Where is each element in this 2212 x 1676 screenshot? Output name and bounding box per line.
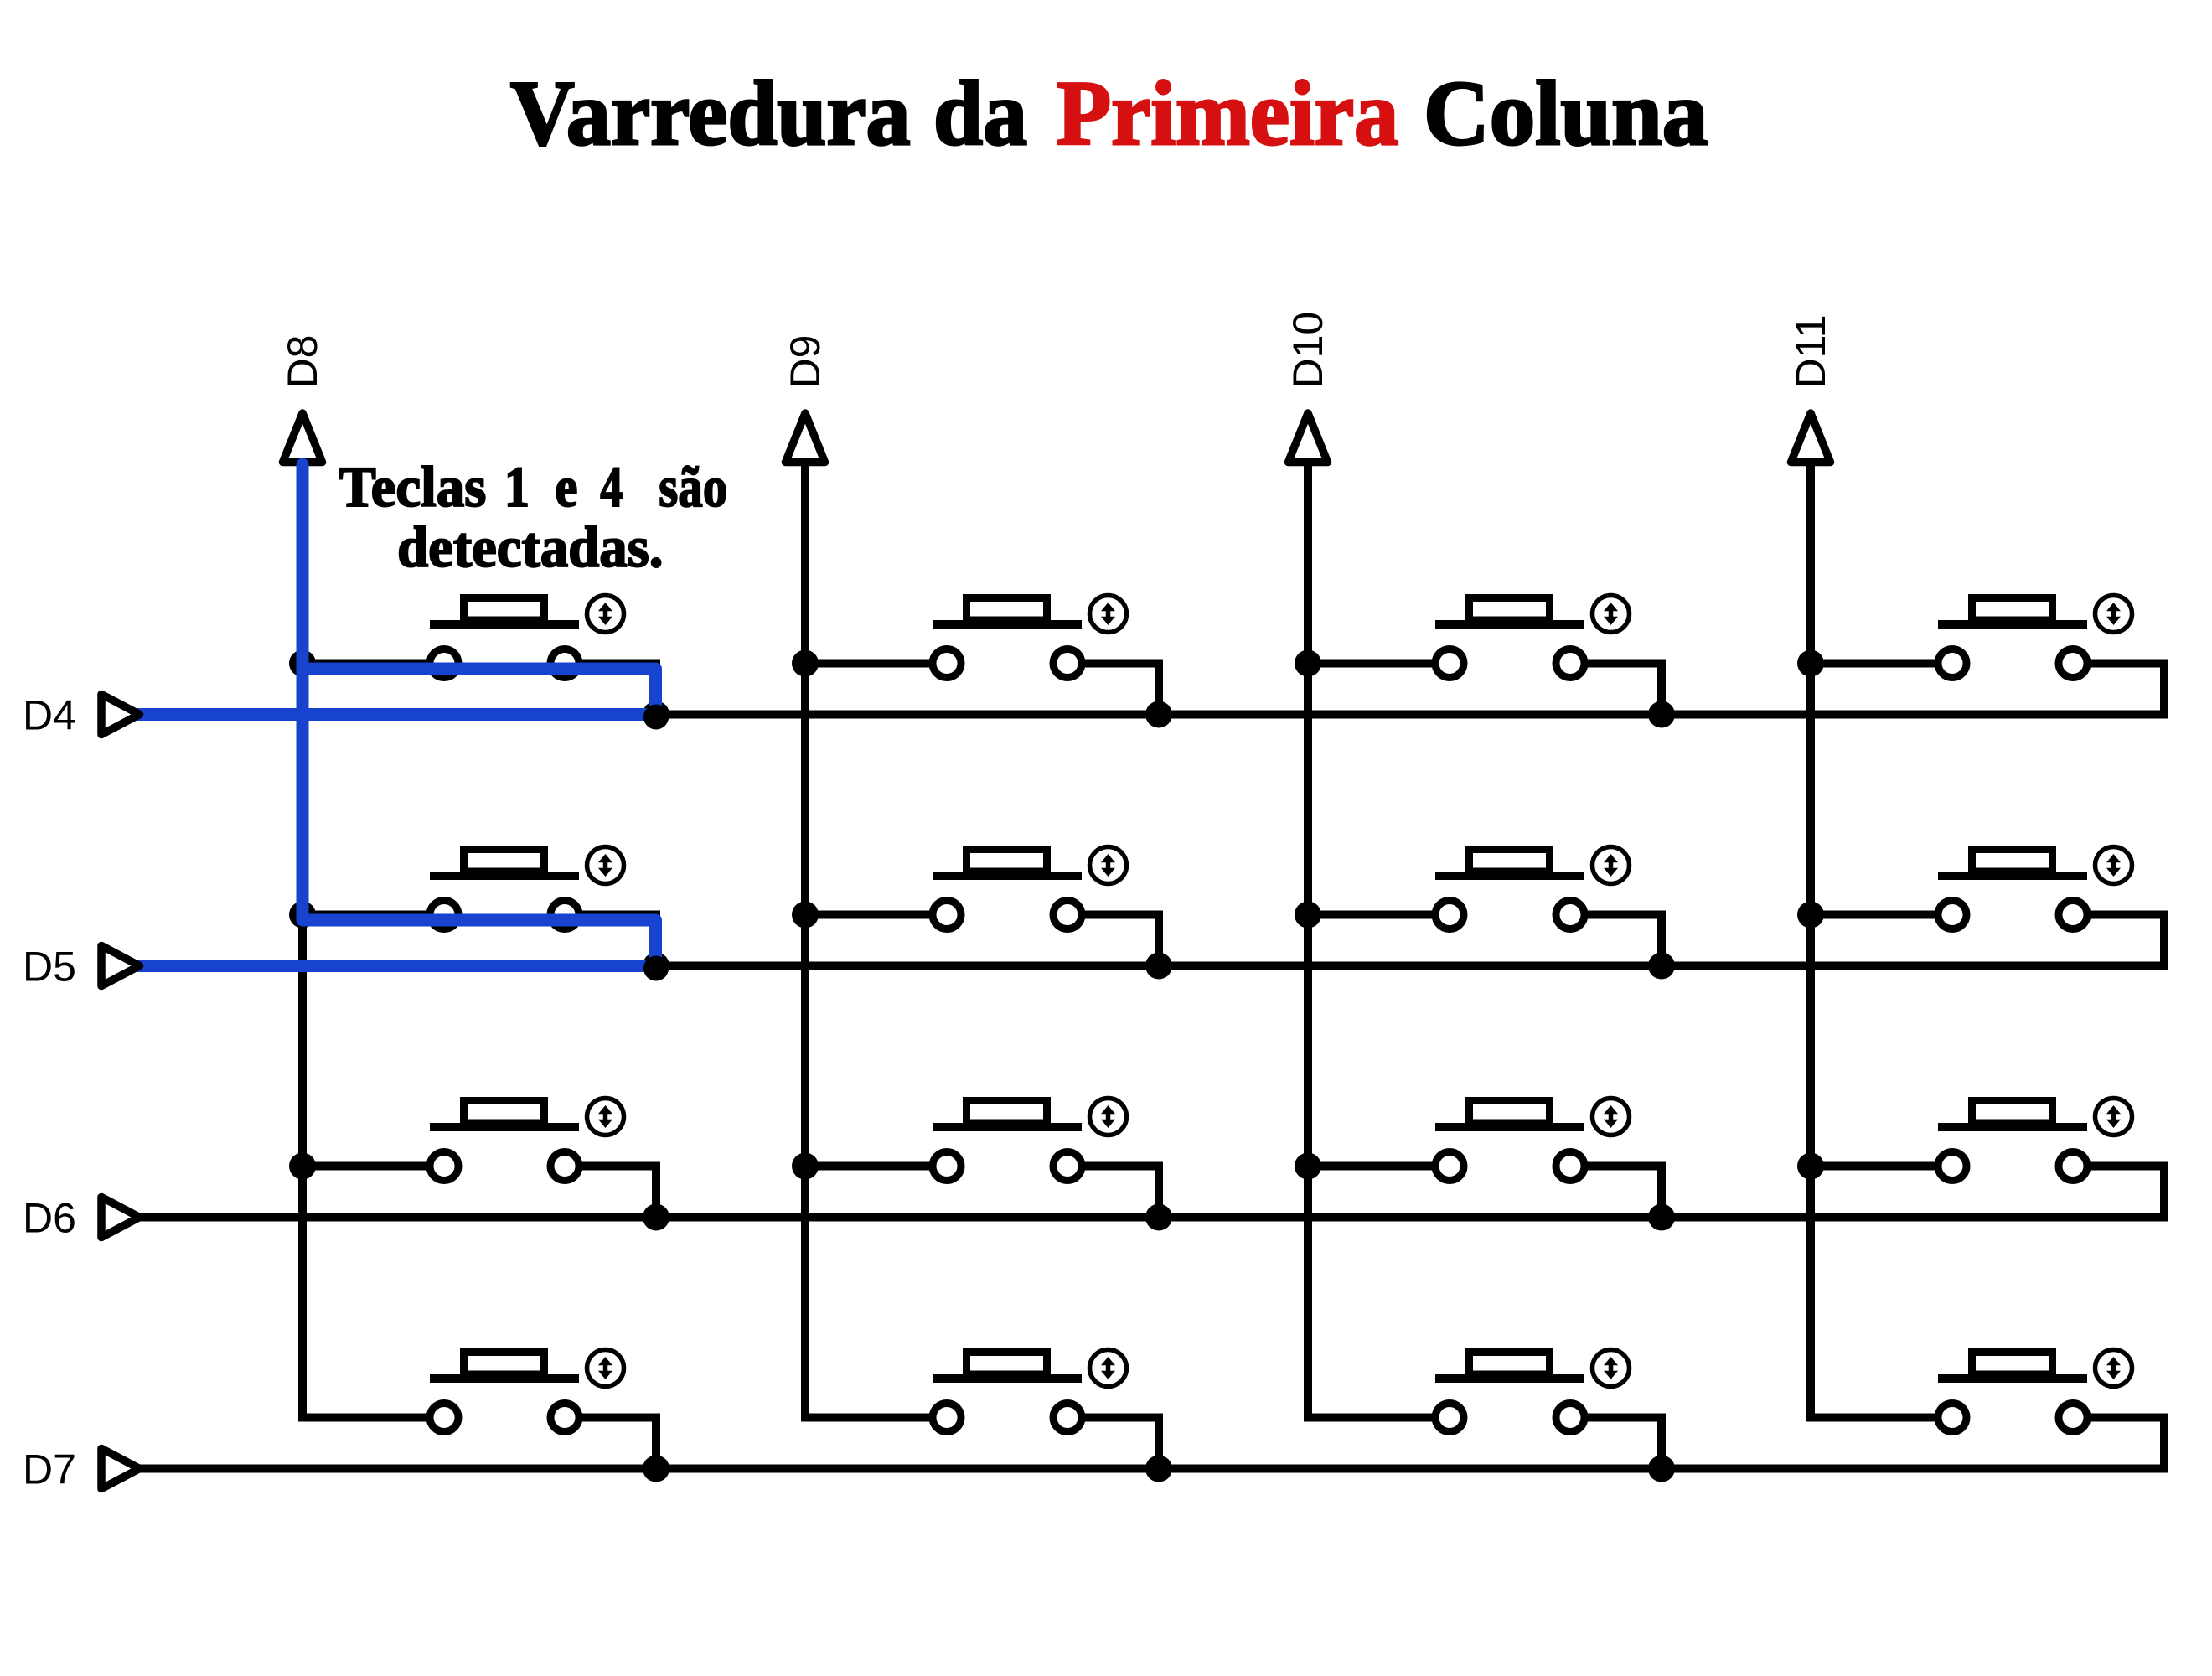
svg-text:1: 1 xyxy=(504,455,530,519)
svg-text:D9: D9 xyxy=(782,335,829,389)
svg-text:D8: D8 xyxy=(279,335,326,389)
svg-text:são: são xyxy=(659,455,727,519)
svg-text:D5: D5 xyxy=(23,944,76,991)
svg-text:da: da xyxy=(933,63,1027,164)
svg-text:Varredura: Varredura xyxy=(510,63,911,164)
svg-text:D11: D11 xyxy=(1787,314,1834,388)
svg-text:Coluna: Coluna xyxy=(1424,62,1708,165)
svg-text:D7: D7 xyxy=(23,1446,76,1493)
svg-text:Primeira: Primeira xyxy=(1057,63,1398,165)
svg-text:e: e xyxy=(555,456,577,520)
svg-text:4: 4 xyxy=(600,456,623,520)
svg-text:D6: D6 xyxy=(23,1195,76,1242)
svg-text:detectadas.: detectadas. xyxy=(397,515,663,579)
svg-text:D4: D4 xyxy=(23,692,76,739)
svg-text:Teclas: Teclas xyxy=(339,454,486,519)
svg-text:D10: D10 xyxy=(1284,312,1331,389)
